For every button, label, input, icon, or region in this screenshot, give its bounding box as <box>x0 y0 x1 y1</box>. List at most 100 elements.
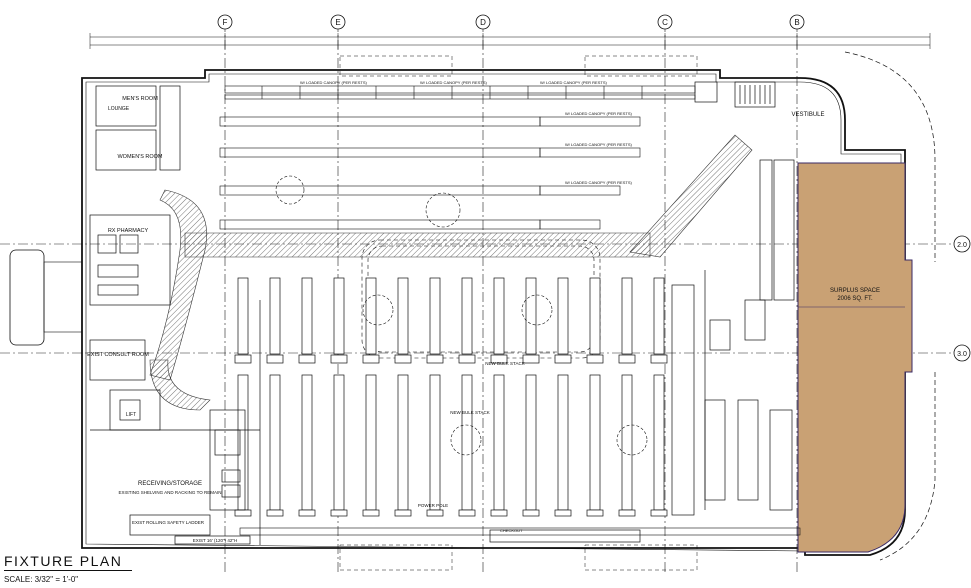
grid-label-3: 3.0 <box>957 351 967 358</box>
receiving-note: EXISTING SHELVING AND RACKING TO REMAIN <box>118 490 221 495</box>
rx-pharmacy-label: RX PHARMACY <box>108 228 149 234</box>
grid-label-d: D <box>480 18 486 27</box>
gondola-endcap <box>298 509 316 517</box>
gondola-endcap <box>362 509 380 517</box>
grid-label-2: 2.0 <box>957 242 967 249</box>
checkout-label: CHECKOUT <box>500 528 523 533</box>
gondola-endcap <box>650 354 668 364</box>
rolling-ladder-label: EXIST ROLLING SAFETY LADDER <box>132 520 205 525</box>
surplus-label: SURPLUS SPACE <box>830 288 880 294</box>
gondola-endcap <box>458 509 476 517</box>
gondola-lower <box>653 374 665 511</box>
canopy-label-6: W/ LOADED CANOPY (PER RESTS) <box>565 180 632 185</box>
gondola-endcap <box>586 509 604 517</box>
gondola-upper <box>365 277 377 355</box>
womens-room-label: WOMEN'S ROOM <box>117 154 162 160</box>
canopy-label-5: W/ LOADED CANOPY (PER RESTS) <box>565 142 632 147</box>
gondola-upper <box>333 277 345 355</box>
surplus-area: 2006 SQ. FT. <box>837 296 873 302</box>
top-dimensions <box>89 33 931 49</box>
gondola-endcap <box>266 509 284 517</box>
gondola-endcap <box>490 509 508 517</box>
gondola-upper <box>237 277 249 355</box>
misc-labels: POWER POLE NEW BULK STACK NEW BULK STACK… <box>418 361 525 533</box>
gondola-endcap <box>522 509 540 517</box>
power-pole-label: POWER POLE <box>418 503 448 508</box>
plan-title: FIXTURE PLAN <box>4 553 123 569</box>
gondola-endcap <box>330 509 348 517</box>
canopy-labels: W/ LOADED CANOPY (PER RESTS) W/ LOADED C… <box>300 80 632 185</box>
gondola-endcap <box>586 354 604 364</box>
gondola-endcap <box>426 509 444 517</box>
gondola-endcap <box>554 509 572 517</box>
gondola-upper <box>301 277 313 355</box>
grid-bubbles: F E D C B 2.0 3.0 <box>217 14 971 362</box>
gondola-endcap <box>298 354 316 364</box>
gondola-lower <box>621 374 633 511</box>
gondola-lower <box>429 374 441 511</box>
lounge-label: LOUNGE <box>108 106 130 112</box>
gondola-upper <box>397 277 409 355</box>
gondola-endcap <box>266 354 284 364</box>
gondola-upper <box>525 277 537 355</box>
gondola-lower <box>333 374 345 511</box>
grid-label-f: F <box>223 18 228 27</box>
title-underline <box>4 570 132 571</box>
gondola-endcap <box>490 354 508 364</box>
display-circles <box>275 175 648 456</box>
gondola-lower <box>301 374 313 511</box>
gondola-lower <box>269 374 281 511</box>
vestibule-label: VESTIBULE <box>791 112 824 118</box>
gondola-lower <box>461 374 473 511</box>
right-fixtures <box>489 81 795 543</box>
gondola-endcap <box>522 354 540 364</box>
gondola-upper <box>429 277 441 355</box>
gondola-lower <box>493 374 505 511</box>
gondola-upper <box>653 277 665 355</box>
gondola-lower <box>557 374 569 511</box>
exist-16-label: EXIST 16' (120") 42"H <box>193 538 238 543</box>
gondola-endcap <box>618 354 636 364</box>
gondola-runs <box>234 277 668 517</box>
gondola-upper <box>269 277 281 355</box>
mens-room-label: MEN'S ROOM <box>122 96 158 102</box>
canopy-label-3: W/ LOADED CANOPY (PER RESTS) <box>540 80 607 85</box>
receiving-label: RECEIVING/STORAGE <box>138 481 202 487</box>
canopy-label-1: W/ LOADED CANOPY (PER RESTS) <box>300 80 367 85</box>
lift-label: LIFT <box>126 412 136 418</box>
left-rooms <box>89 85 261 545</box>
gondola-upper <box>589 277 601 355</box>
bulk-stack-label-1: NEW BULK STACK <box>450 410 489 415</box>
grid-label-c: C <box>662 18 668 27</box>
room-labels: MEN'S ROOM LOUNGE WOMEN'S ROOM RX PHARMA… <box>87 96 824 543</box>
canopy-label-2: W/ LOADED CANOPY (PER RESTS) <box>420 80 487 85</box>
gondola-lower <box>525 374 537 511</box>
grid-label-b: B <box>794 18 799 27</box>
gondola-endcap <box>330 354 348 364</box>
gondola-endcap <box>458 354 476 364</box>
bulk-stack-label-2: NEW BULK STACK <box>485 361 524 366</box>
consult-room-label: EXIST CONSULT ROOM <box>87 352 149 358</box>
canopy-label-4: W/ LOADED CANOPY (PER RESTS) <box>565 111 632 116</box>
gondola-lower <box>589 374 601 511</box>
gondola-endcap <box>394 509 412 517</box>
gondola-upper <box>621 277 633 355</box>
hatched-floor <box>149 134 753 411</box>
surplus-space: SURPLUS SPACE 2006 SQ. FT. <box>797 162 913 553</box>
gondola-upper <box>493 277 505 355</box>
gondola-endcap <box>554 354 572 364</box>
center-zone <box>361 239 601 359</box>
grid-label-e: E <box>335 18 340 27</box>
gondola-upper <box>557 277 569 355</box>
gondola-endcap <box>394 354 412 364</box>
plan-scale: SCALE: 3/32" = 1'-0" <box>4 575 79 584</box>
gondola-lower <box>397 374 409 511</box>
gondola-lower <box>365 374 377 511</box>
gondola-endcap <box>426 354 444 364</box>
gondola-endcap <box>618 509 636 517</box>
gondola-upper <box>461 277 473 355</box>
gondola-endcap <box>234 509 252 517</box>
gondola-endcap <box>362 354 380 364</box>
gondola-endcap <box>234 354 252 364</box>
